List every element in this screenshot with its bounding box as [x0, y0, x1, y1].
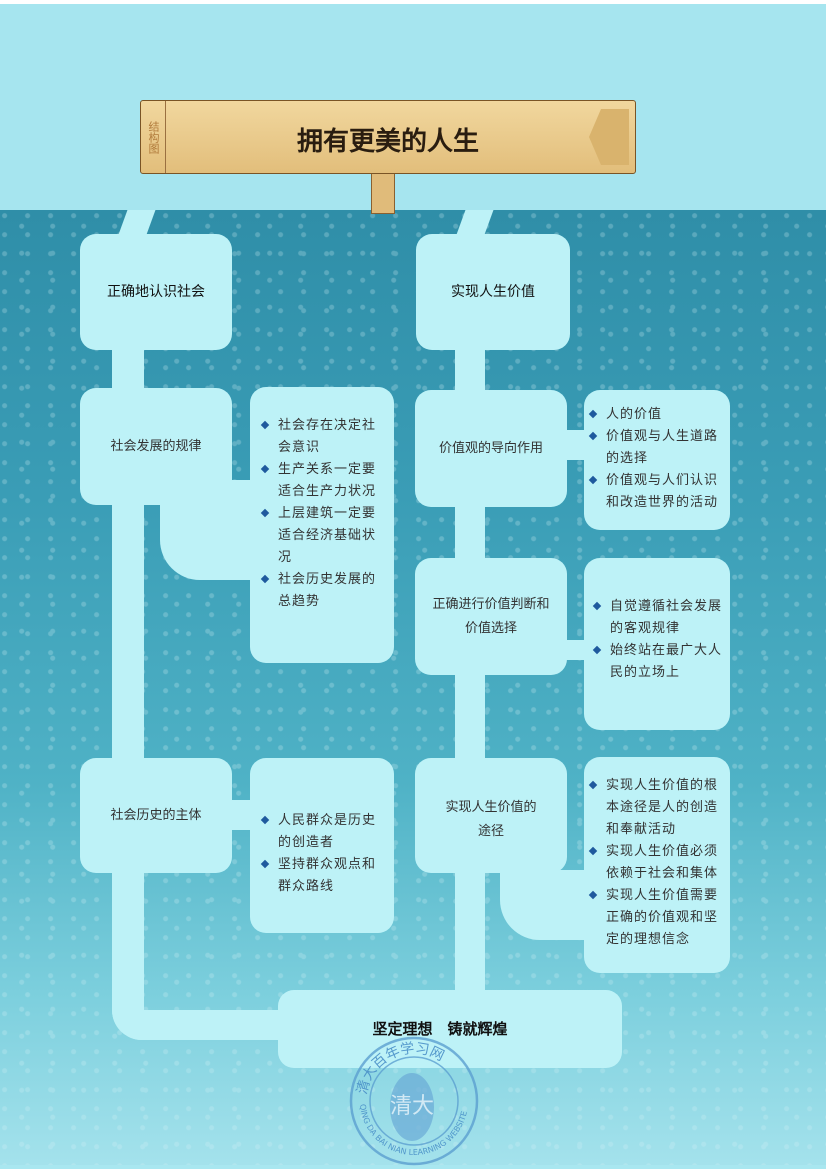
bullet-item: 价值观与人生道路的选择 [584, 426, 722, 470]
node-right-header: 实现人生价值 [416, 234, 570, 350]
connector [160, 500, 255, 580]
title-sign: 结构图 拥有更美的人生 [140, 100, 636, 174]
page-title: 拥有更美的人生 [296, 127, 479, 157]
bullet-item: 人民群众是历史的创造者 [256, 810, 382, 854]
node-value-path: 实现人生价值的途径 [415, 758, 567, 873]
node-value-judgment: 正确进行价值判断和价值选择 [415, 558, 567, 675]
node-label: 正确进行价值判断和价值选择 [432, 596, 550, 636]
bullet-item: 人的价值 [584, 404, 722, 426]
bullet-item: 实现人生价值需要正确的价值观和坚定的理想信念 [584, 885, 724, 951]
watermark-seal: 清大百年学习网 QING DA BAI NIAN LEARNING WEBSIT… [349, 1036, 479, 1166]
bullet-item: 始终站在最广大人民的立场上 [588, 640, 722, 684]
bullets-value-judgment: 自觉遵循社会发展的客观规律 始终站在最广大人民的立场上 [584, 558, 730, 730]
watermark-center-text: 清大 [390, 1094, 434, 1119]
bullets-value-guidance: 人的价值 价值观与人生道路的选择 价值观与人们认识和改造世界的活动 [584, 390, 730, 530]
bullet-item: 社会历史发展的总趋势 [256, 569, 382, 613]
node-label: 正确地认识社会 [107, 284, 205, 300]
connector [500, 870, 590, 940]
node-label: 价值观的导向作用 [438, 440, 543, 456]
bullet-item: 实现人生价值必须依赖于社会和集体 [584, 841, 724, 885]
node-history-subject: 社会历史的主体 [80, 758, 232, 873]
bullet-item: 实现人生价值的根本途径是人的创造和奉献活动 [584, 775, 724, 841]
node-value-guidance: 价值观的导向作用 [415, 390, 567, 507]
bullet-item: 生产关系一定要适合生产力状况 [256, 459, 382, 503]
node-social-law: 社会发展的规律 [80, 388, 232, 505]
node-left-header: 正确地认识社会 [80, 234, 232, 350]
node-label: 社会发展的规律 [110, 438, 202, 454]
bullets-value-path: 实现人生价值的根本途径是人的创造和奉献活动 实现人生价值必须依赖于社会和集体 实… [584, 757, 730, 973]
conclusion-box: 坚定理想 铸就辉煌 [278, 990, 622, 1068]
node-label: 实现人生价值 [451, 284, 535, 300]
node-label: 实现人生价值的途径 [445, 800, 537, 839]
connector [560, 640, 590, 660]
bullet-item: 自觉遵循社会发展的客观规律 [588, 596, 722, 640]
bullet-item: 社会存在决定社会意识 [256, 415, 382, 459]
node-label: 社会历史的主体 [110, 807, 202, 823]
sign-post [371, 172, 395, 214]
bullet-item: 上层建筑一定要适合经济基础状况 [256, 503, 382, 569]
conclusion-text: 坚定理想 铸就辉煌 [372, 1020, 508, 1038]
bullets-social-law: 社会存在决定社会意识 生产关系一定要适合生产力状况 上层建筑一定要适合经济基础状… [250, 387, 394, 663]
sign-tag: 结构图 [141, 101, 166, 173]
bullet-item: 价值观与人们认识和改造世界的活动 [584, 470, 722, 514]
bullets-history-subject: 人民群众是历史的创造者 坚持群众观点和群众路线 [250, 758, 394, 933]
bullet-item: 坚持群众观点和群众路线 [256, 854, 382, 898]
